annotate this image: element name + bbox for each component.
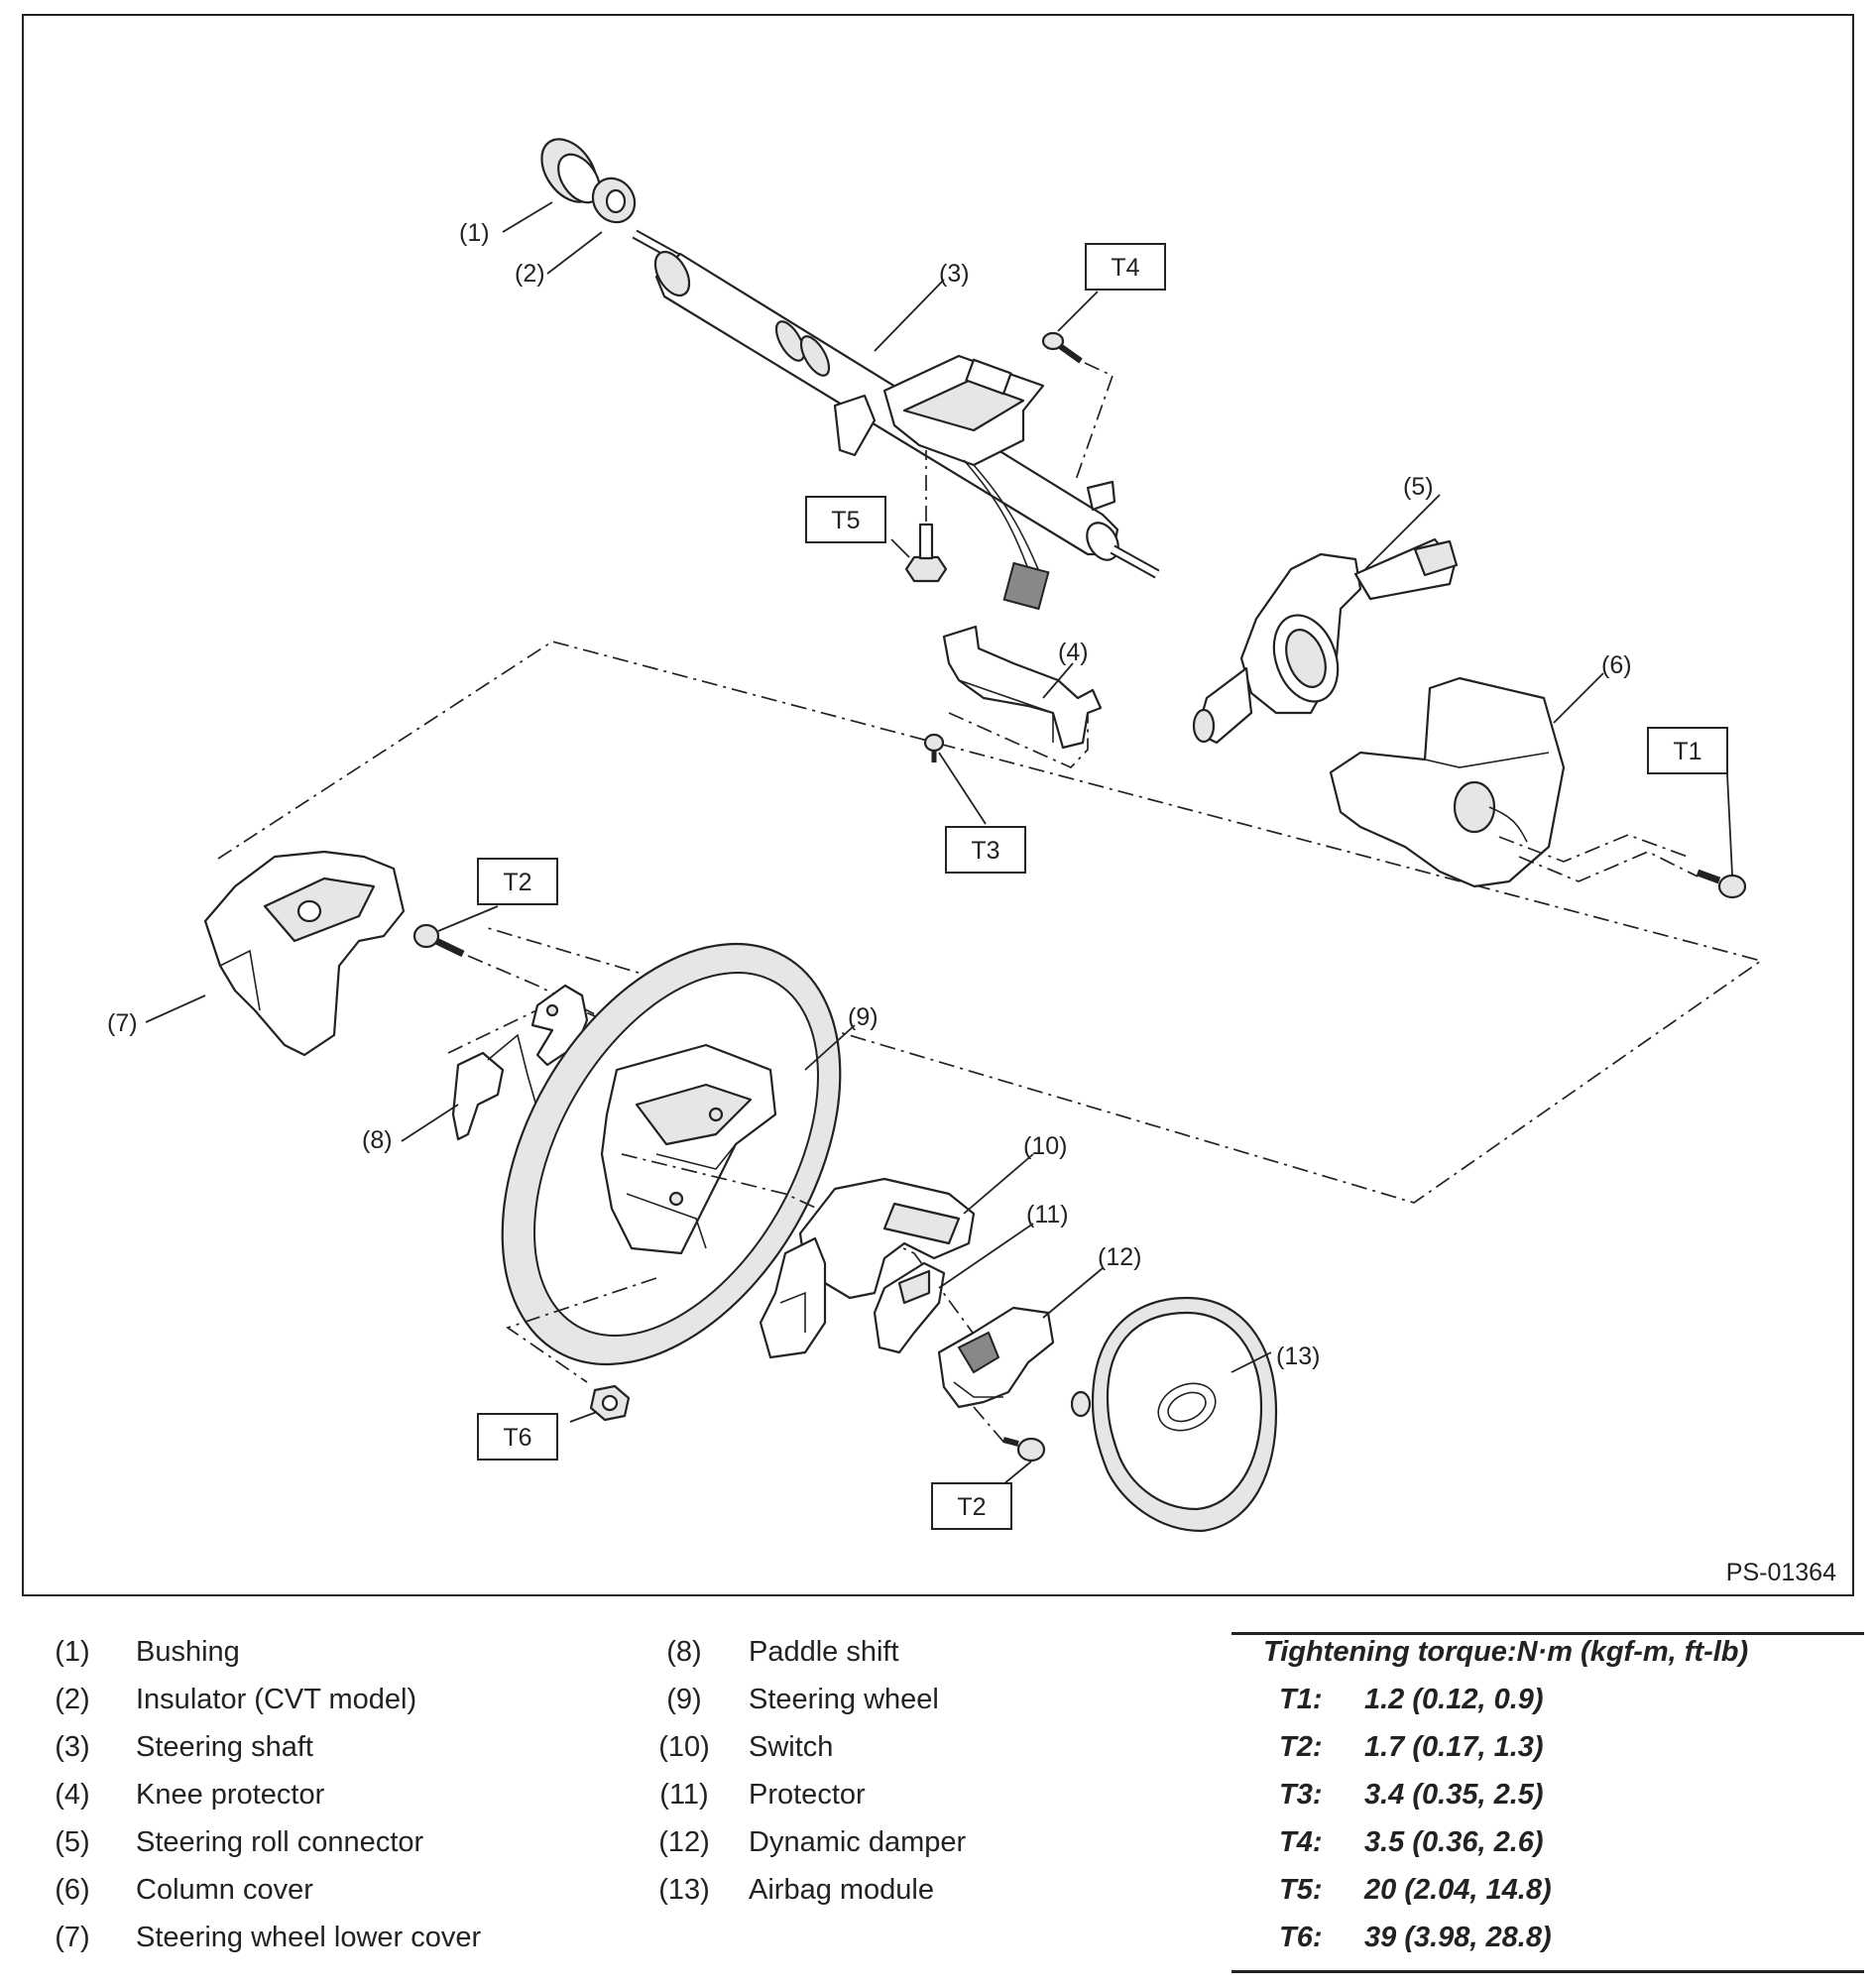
callout-2: (2) [515,260,545,288]
steering-wheel-lower-cover-part [203,850,406,1057]
t1-screw [1696,869,1747,899]
svg-text:T2: T2 [957,1493,986,1521]
airbag-module-part [1070,1296,1278,1533]
callout-12: (12) [1098,1243,1141,1271]
knee-protector-part [923,625,1103,769]
callout-3: (3) [939,260,970,288]
parts-legend: (1) Bushing (2) Insulator (CVT model) (3… [0,1632,1876,1973]
t6-nut [589,1384,631,1422]
switch-part [759,1177,976,1359]
svg-text:T3: T3 [971,837,999,865]
protector-part [873,1261,946,1354]
torque-tag-t5: T5 [805,496,886,543]
torque-tag-t6: T6 [477,1413,558,1461]
callout-6: (6) [1601,651,1632,679]
callout-4: (5) [1403,473,1434,501]
torque-tag-t2-upper: T2 [477,858,558,905]
t2-upper-bolt [412,923,598,1016]
svg-text:T4: T4 [1111,254,1139,282]
diagram-border [22,14,1854,1596]
callout-5: (4) [1058,639,1089,666]
diagram-canvas: (1) (2) (3) (5) (4) (6) (7) (8) (9) (10)… [22,14,1854,1596]
figure-code: PS-01364 [1726,1559,1836,1586]
torque-table-bottom-rule [1231,1970,1864,1973]
torque-tag-t4: T4 [1085,243,1166,291]
steering-roll-connector-part [1192,537,1459,745]
t5-bolt [904,450,948,583]
torque-tag-t3: T3 [945,826,1026,874]
steering-shaft-part [632,229,1160,611]
t4-screw [1041,331,1114,481]
torque-tag-t2-lower: T2 [931,1482,1012,1530]
svg-text:T6: T6 [503,1424,531,1452]
column-cover-part [1329,676,1699,888]
t2-lower-screw [973,1406,1046,1462]
exploded-diagram: (1) (2) (3) (5) (4) (6) (7) (8) (9) (10)… [22,14,1854,1596]
callout-10: (10) [1023,1132,1067,1160]
torque-heading: Tightening torque:N·m (kgf-m, ft-lb) [1263,1636,1749,1668]
callout-7: (7) [107,1009,138,1037]
torque-table: Tightening torque:N·m (kgf-m, ft-lb) T1:… [1231,1632,1864,1973]
torque-tag-t1: T1 [1647,727,1728,774]
svg-text:T1: T1 [1673,738,1701,765]
leader-lines [145,201,1733,1485]
insulator-part [591,176,637,224]
callout-9: (9) [848,1003,879,1031]
wheel-nut-dashed [506,1277,657,1383]
callout-8: (8) [362,1126,393,1154]
svg-text:T2: T2 [503,869,531,896]
callout-11: (11) [1026,1201,1069,1228]
callout-1: (1) [459,219,490,247]
callout-13: (13) [1276,1343,1320,1370]
dynamic-damper-part [937,1306,1055,1409]
torque-table-top-rule [1231,1632,1864,1635]
steering-wheel-part [501,942,842,1366]
bushing-part [540,138,601,204]
svg-text:T5: T5 [831,507,860,534]
